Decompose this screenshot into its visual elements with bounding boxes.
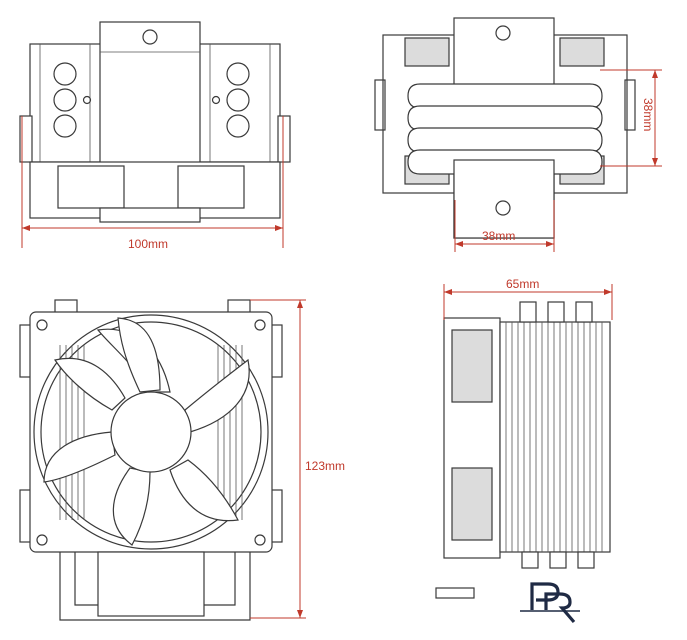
base-dimension-label: 38mm <box>482 229 515 243</box>
fin-side-view-drawing <box>435 284 613 599</box>
fan-front-view-drawing <box>19 299 306 621</box>
length-dimension-label: 65mm <box>506 277 539 291</box>
height-dimension-label: 123mm <box>305 459 345 473</box>
top-view-drawing <box>19 21 291 248</box>
pipe-side-view-drawing <box>374 17 662 252</box>
brand-logo <box>520 582 580 624</box>
width-dimension-label: 100mm <box>128 237 168 251</box>
depth-dimension-label: 38mm <box>641 98 655 131</box>
